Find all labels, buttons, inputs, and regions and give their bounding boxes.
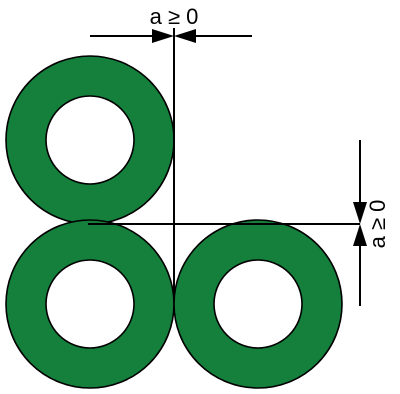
right-dimension-bottom-arrow-icon (353, 224, 367, 246)
ring-bottom-right (173, 219, 343, 389)
top-dimension-left-arrow-icon (152, 29, 174, 43)
ring-top-left-hole (45, 95, 135, 185)
ring-top-left (5, 55, 175, 225)
top-gap-label: a ≥ 0 (150, 4, 199, 29)
top-dimension-right-arrow-icon (174, 29, 196, 43)
ring-bottom-left-hole (45, 259, 135, 349)
right-gap-label: a ≥ 0 (365, 200, 390, 249)
top-dimension: a ≥ 0 (90, 4, 252, 43)
right-dimension-top-arrow-icon (353, 202, 367, 224)
right-dimension: a ≥ 0 (353, 140, 390, 306)
ring-bottom-right-hole (213, 259, 303, 349)
ring-bottom-left (5, 219, 175, 389)
